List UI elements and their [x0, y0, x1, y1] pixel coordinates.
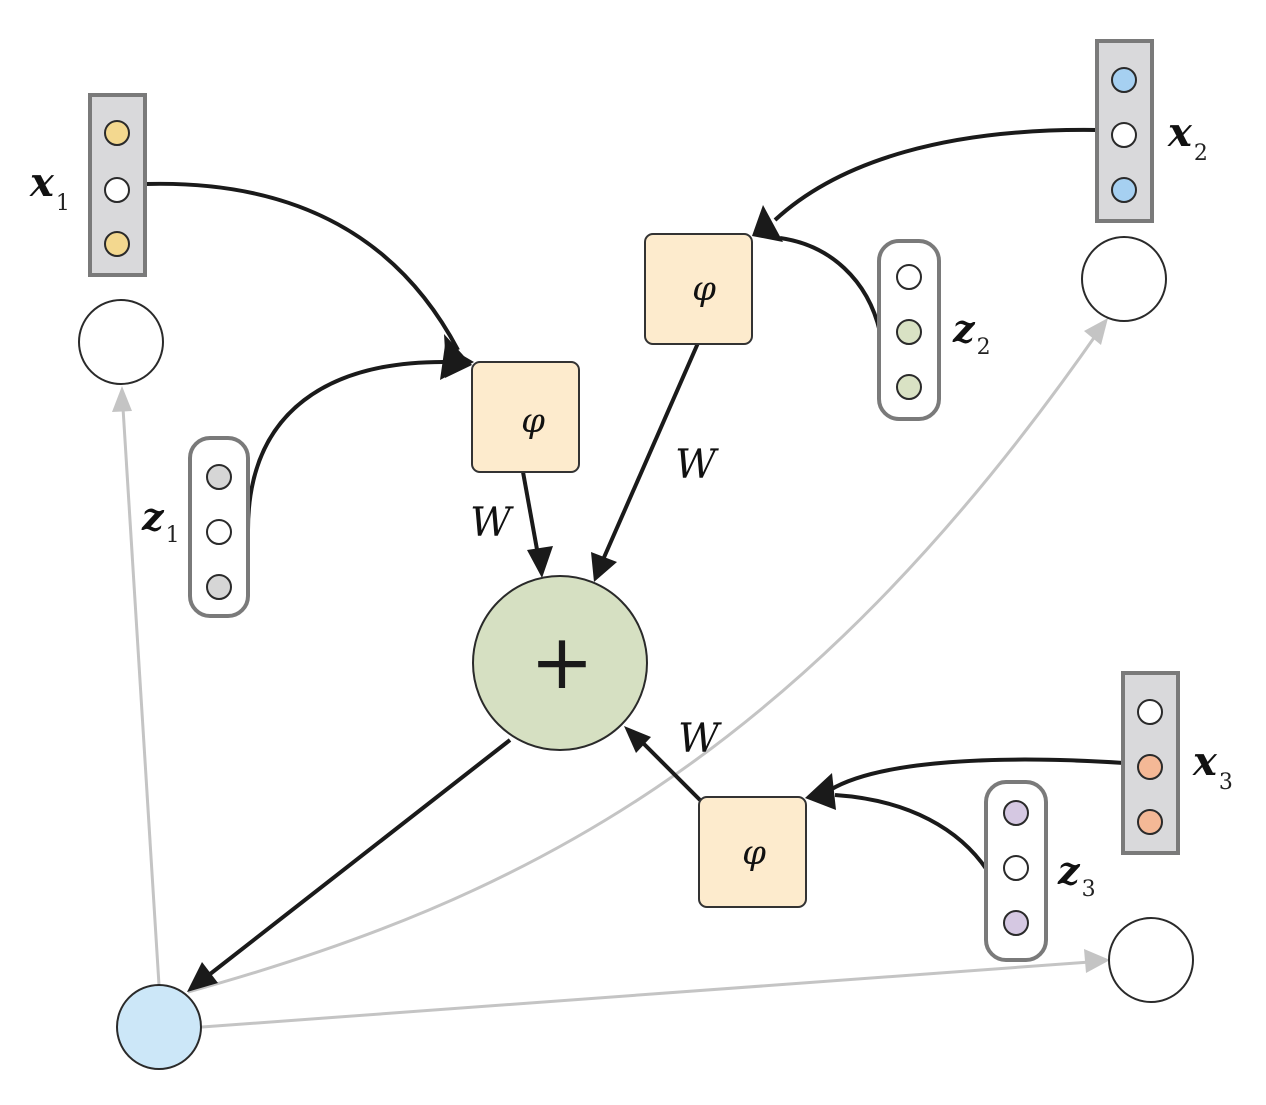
z3-dot-1 — [1003, 800, 1029, 826]
latent-vector-z2[interactable] — [877, 239, 941, 421]
latent-vector-z1[interactable] — [188, 436, 250, 618]
phi-symbol: φ — [521, 401, 545, 441]
phi-symbol: φ — [692, 269, 716, 309]
arrowhead-phi2-x2 — [752, 205, 783, 242]
z3-label: z3 — [1057, 848, 1096, 902]
z1-label: z1 — [141, 494, 180, 548]
z3-dot-3 — [1003, 910, 1029, 936]
input-vector-x2[interactable] — [1095, 39, 1154, 223]
x1-dot-1 — [104, 120, 130, 146]
edge-z2-to-phi2 — [779, 236, 882, 333]
arrowhead-phi3-x3 — [805, 773, 836, 810]
x2-dot-3 — [1111, 177, 1137, 203]
arrowhead-sum-phi2 — [591, 552, 617, 582]
edge-z3-to-phi3 — [834, 793, 989, 872]
edge-hub-to-out2 — [187, 331, 1100, 994]
edge-z1-to-phi1 — [246, 359, 451, 531]
sum-node[interactable]: + — [472, 575, 648, 751]
weight-label-3: W — [678, 716, 722, 762]
input-vector-x3[interactable] — [1121, 671, 1180, 855]
arrowhead-sum-phi1 — [527, 546, 553, 578]
z2-dot-3 — [896, 374, 922, 400]
gray-edges — [112, 318, 1110, 1029]
edge-x2-to-phi2 — [773, 127, 1098, 222]
edge-sum-to-hub — [203, 738, 512, 980]
plus-icon: + — [530, 617, 594, 706]
arrowhead-out3 — [1084, 949, 1110, 973]
x3-dot-1 — [1137, 699, 1163, 725]
arrowhead-hub — [187, 962, 218, 992]
z1-dot-2 — [206, 519, 232, 545]
x1-dot-2 — [104, 177, 130, 203]
input-vector-x1[interactable] — [88, 93, 147, 277]
x2-dot-2 — [1111, 122, 1137, 148]
output-node-3[interactable] — [1108, 917, 1194, 1003]
z3-dot-2 — [1003, 855, 1029, 881]
x3-dot-2 — [1137, 754, 1163, 780]
z1-dot-1 — [206, 464, 232, 490]
arrowhead-phi1-z1 — [440, 345, 474, 380]
arrowhead-out1 — [112, 386, 132, 412]
edge-x3-to-phi3 — [828, 757, 1125, 792]
edge-x1-to-phi1 — [145, 181, 460, 351]
x2-dot-1 — [1111, 67, 1137, 93]
edge-phi1-to-sum — [521, 471, 540, 556]
edge-phi2-to-sum — [600, 342, 700, 563]
phi-node-1[interactable]: φ — [471, 361, 580, 473]
z2-label: z2 — [952, 306, 991, 360]
weight-label-2: W — [675, 442, 719, 488]
output-node-1[interactable] — [78, 299, 164, 385]
x3-dot-3 — [1137, 809, 1163, 835]
x1-dot-3 — [104, 231, 130, 257]
x3-label: x3 — [1192, 738, 1233, 795]
edge-hub-to-out1 — [120, 391, 161, 986]
weight-label-1: W — [470, 500, 514, 546]
phi-node-3[interactable]: φ — [698, 796, 807, 908]
output-node-2[interactable] — [1081, 236, 1167, 322]
x2-label: x2 — [1167, 109, 1208, 166]
black-edges — [145, 127, 1125, 992]
z1-dot-3 — [206, 574, 232, 600]
edge-phi3-to-sum — [638, 738, 702, 802]
z2-dot-1 — [896, 264, 922, 290]
arrowhead-out2 — [1084, 318, 1108, 345]
phi-symbol: φ — [742, 833, 766, 873]
hub-node[interactable] — [116, 984, 202, 1070]
arrowhead-sum-phi3 — [624, 726, 651, 753]
edge-hub-to-out3 — [201, 960, 1091, 1029]
x1-label: x1 — [29, 159, 70, 216]
latent-vector-z3[interactable] — [984, 780, 1048, 962]
phi-node-2[interactable]: φ — [644, 233, 753, 345]
z2-dot-2 — [896, 319, 922, 345]
